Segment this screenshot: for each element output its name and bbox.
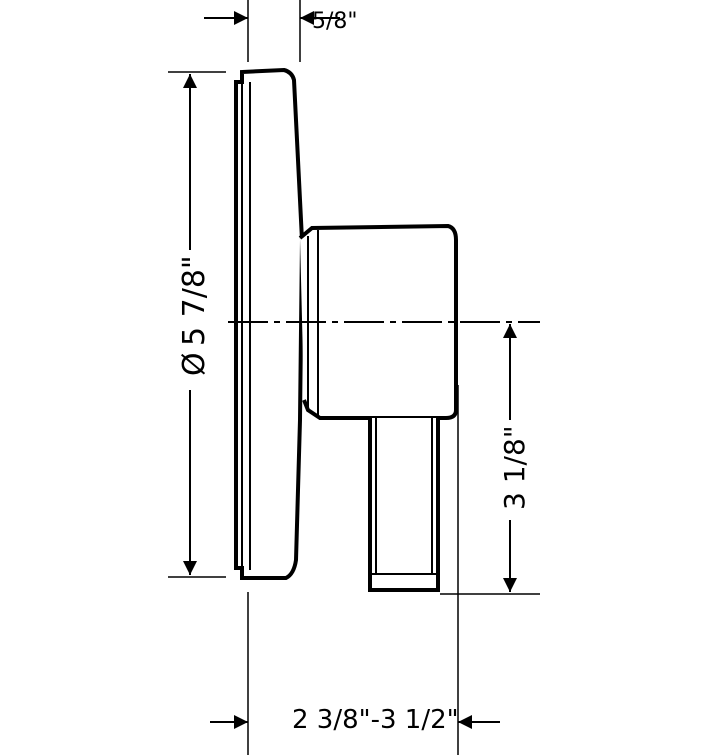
depth-range-label: 2 3/8"-3 1/2"	[292, 705, 459, 735]
diameter-symbol: Ø	[177, 352, 212, 376]
diameter-label: 5 7/8"	[177, 255, 212, 346]
escutcheon-plate	[234, 67, 305, 580]
extension-lines	[168, 0, 540, 755]
handle-lever	[368, 418, 440, 592]
top-offset-label: 5/8"	[312, 9, 358, 34]
handle-height-label: 3 1/8"	[498, 425, 531, 510]
